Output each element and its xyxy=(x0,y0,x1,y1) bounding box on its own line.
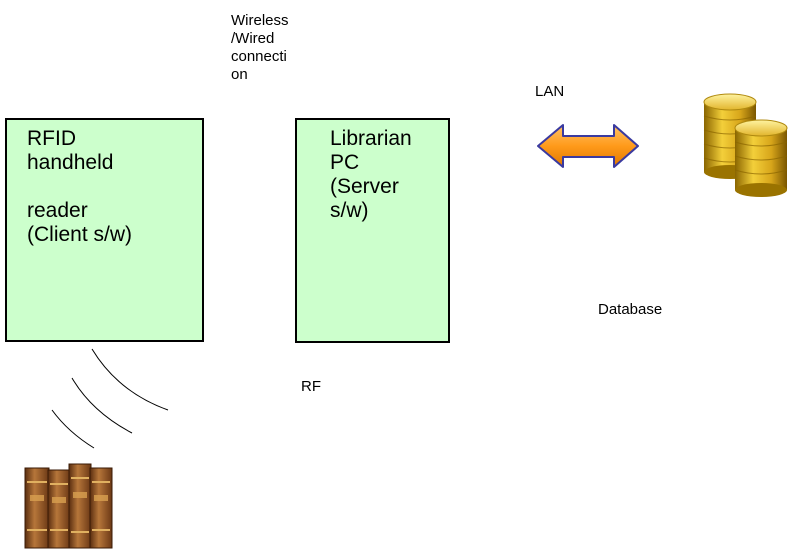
database-icon xyxy=(703,93,788,197)
lan-arrow xyxy=(537,124,639,168)
rf-wave-icon xyxy=(51,348,169,449)
wireless-connection-label: Wireless /Wired connecti on xyxy=(231,12,289,83)
rfid-reader-text: RFID handheld reader (Client s/w) xyxy=(27,127,133,246)
lan-label: LAN xyxy=(535,83,565,100)
rf-label: RF xyxy=(301,378,321,395)
database-label: Database xyxy=(598,301,663,318)
rfid-reader-box xyxy=(5,118,204,342)
librarian-pc-text: Librarian PC (Server s/w) xyxy=(330,127,412,222)
books-icon xyxy=(24,463,113,549)
librarian-pc-box xyxy=(295,118,450,343)
